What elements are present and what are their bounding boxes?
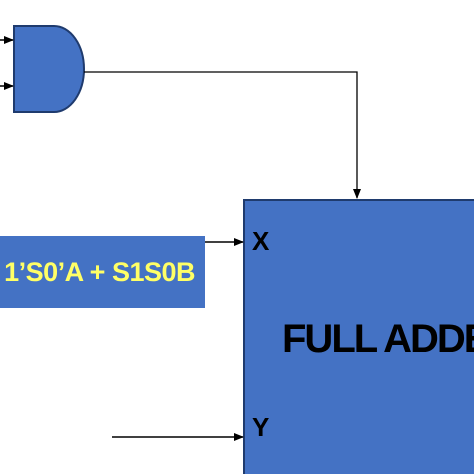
full-adder-block bbox=[243, 199, 474, 474]
full-adder-input-y-label: Y bbox=[252, 412, 270, 442]
full-adder-input-x-label: X bbox=[252, 226, 270, 256]
full-adder-title: FULL ADDE bbox=[282, 317, 474, 361]
expression-label: 1’S0’A + S1S0B bbox=[4, 256, 195, 287]
and-gate-output-wire bbox=[84, 71, 361, 199]
and-gate bbox=[13, 25, 85, 113]
expression-label-box: 1’S0’A + S1S0B bbox=[0, 236, 205, 308]
